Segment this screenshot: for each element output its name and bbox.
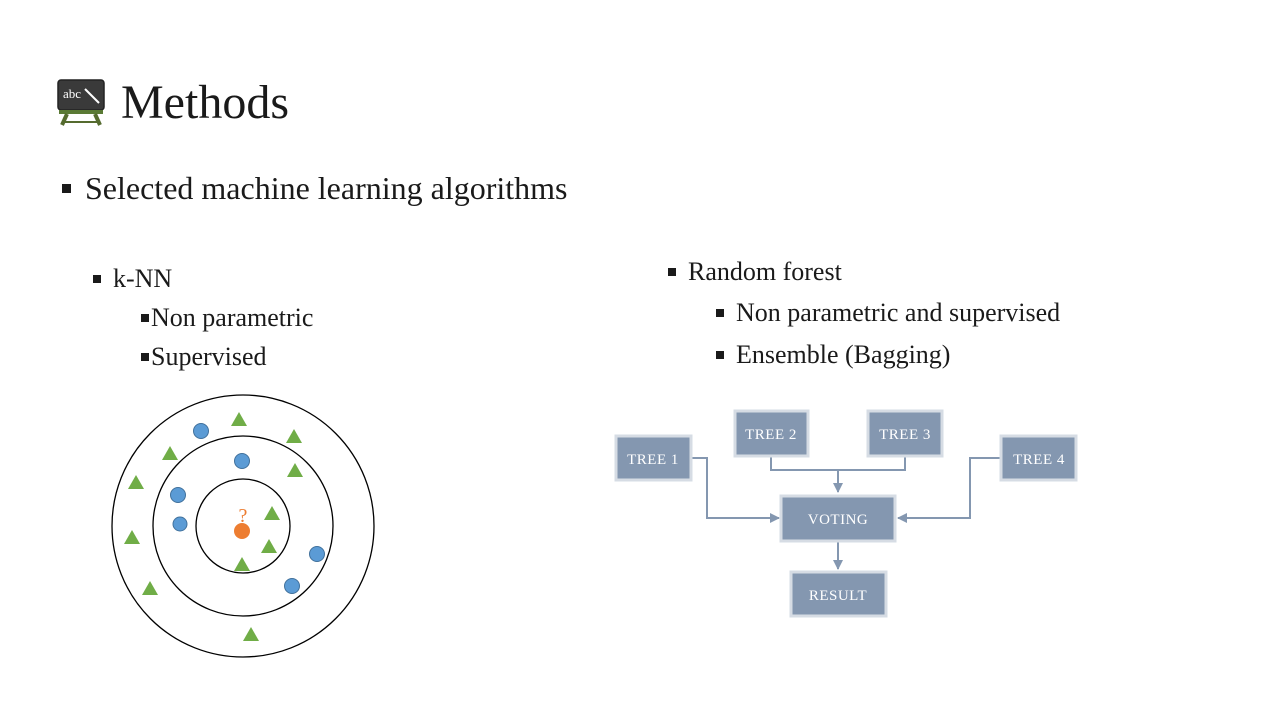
knn-class-a-points: [170, 423, 325, 594]
rf-tree-4-box: [999, 434, 1078, 482]
rf-arrow-tree4: [897, 457, 1001, 523]
rf-result-label: RESULT: [809, 588, 867, 604]
chalkboard-icon: abc: [57, 79, 105, 126]
rf-tree-2-label: TREE 2: [745, 427, 797, 443]
knn-point-triangle: [264, 506, 280, 520]
rf-diagram: TREE 1 TREE 2 TREE 3 TREE 4 VOTING RESUL…: [614, 409, 1078, 618]
bullet-marker: [141, 353, 149, 362]
knn-point-triangle: [286, 429, 302, 443]
rf-connector-tree2-tree3: [770, 456, 906, 471]
bullet-knn-item: Non parametric: [141, 302, 313, 334]
knn-diagram: ?: [111, 394, 375, 658]
bullet-marker: [668, 268, 676, 277]
knn-point-circle: [309, 546, 325, 562]
knn-point-triangle: [142, 581, 158, 595]
rf-tree-1-box: [614, 434, 693, 482]
bullet-knn: k-NN: [93, 263, 172, 295]
knn-point-triangle: [261, 539, 277, 553]
rf-tree-2-box: [733, 409, 810, 458]
bullet-knn-text: k-NN: [113, 264, 173, 293]
bullet-rf: Random forest: [668, 256, 842, 288]
bullet-marker: [93, 275, 101, 284]
knn-point-circle: [170, 487, 186, 503]
knn-point-circle: [284, 578, 300, 594]
knn-point-circle: [172, 516, 188, 532]
knn-middle-ring: [152, 435, 334, 617]
bullet-marker: [62, 184, 71, 194]
knn-point-triangle: [128, 475, 144, 489]
bullet-main: Selected machine learning algorithms: [62, 168, 568, 208]
rf-arrow-tree1: [691, 457, 780, 523]
bullet-rf-item: Ensemble (Bagging): [716, 339, 950, 371]
bullet-rf-item-text: Ensemble (Bagging): [736, 340, 951, 369]
knn-point-triangle: [231, 412, 247, 426]
bullet-knn-item-text: Supervised: [151, 342, 267, 371]
rf-voting-label: VOTING: [808, 512, 869, 528]
rf-tree-3-box: [866, 409, 944, 458]
rf-result-box: [789, 570, 888, 618]
knn-inner-ring: [195, 478, 291, 574]
bullet-marker: [141, 314, 149, 323]
knn-point-triangle: [243, 627, 259, 641]
rf-tree-4-label: TREE 4: [1013, 452, 1065, 468]
knn-outer-ring: [111, 394, 375, 658]
knn-point-triangle: [124, 530, 140, 544]
knn-point-triangle: [234, 557, 250, 571]
rf-tree-1-label: TREE 1: [627, 452, 679, 468]
knn-point-circle: [193, 423, 209, 439]
bullet-rf-item: Non parametric and supervised: [716, 297, 1060, 329]
knn-point-triangle: [287, 463, 303, 477]
bullet-main-text: Selected machine learning algorithms: [85, 170, 568, 206]
bullet-marker: [716, 351, 724, 360]
bullet-knn-item-text: Non parametric: [151, 303, 314, 332]
page-title: Methods: [121, 76, 289, 129]
knn-point-circle: [234, 453, 250, 469]
knn-class-b-points: [124, 412, 303, 641]
chalkboard-icon-text: abc: [63, 86, 81, 101]
rf-voting-box: [779, 494, 897, 543]
knn-query-label: ?: [239, 505, 248, 527]
bullet-rf-text: Random forest: [688, 257, 842, 286]
knn-point-triangle: [162, 446, 178, 460]
knn-query-point: [234, 523, 250, 539]
rf-tree-3-label: TREE 3: [879, 427, 931, 443]
rf-connectors: [691, 456, 1001, 570]
bullet-rf-item-text: Non parametric and supervised: [736, 298, 1061, 327]
bullet-marker: [716, 309, 724, 318]
bullet-knn-item: Supervised: [141, 341, 267, 373]
